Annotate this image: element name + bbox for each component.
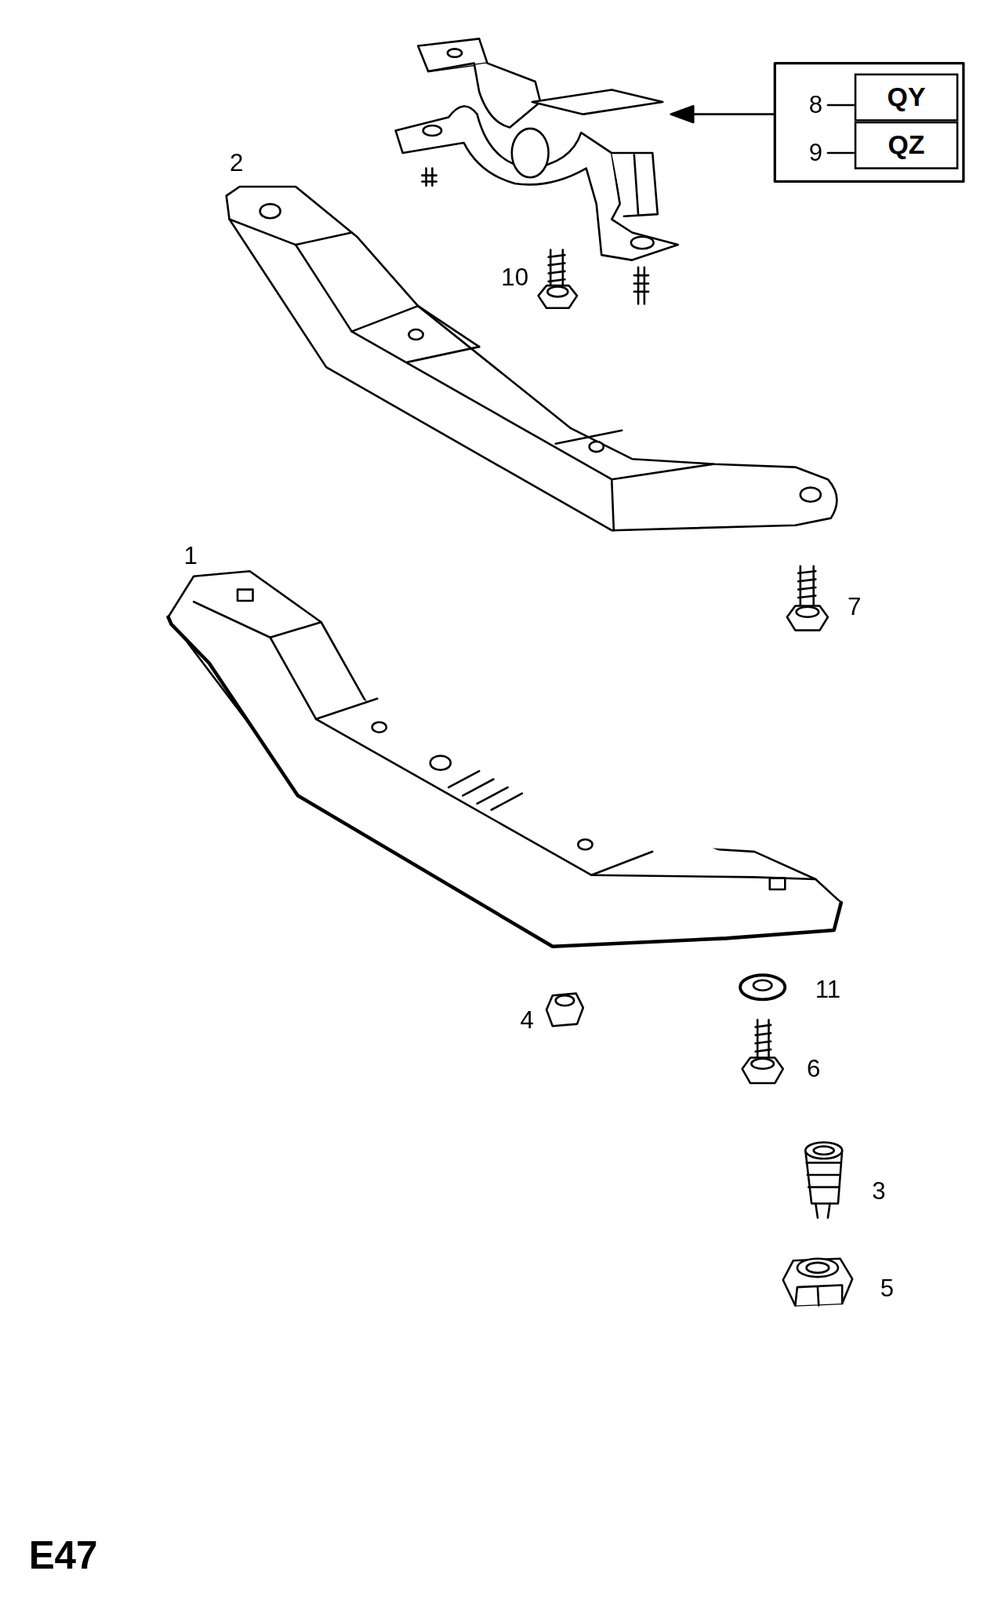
figure-code: E47 xyxy=(27,1535,99,1574)
callout-number: 1 xyxy=(182,543,199,568)
code-text: QY xyxy=(887,81,926,113)
washer xyxy=(740,974,785,999)
code-cell: QZ xyxy=(854,121,959,170)
callout-number: 3 xyxy=(871,1178,887,1203)
bolt xyxy=(787,566,828,631)
crossmember-upper xyxy=(226,186,838,530)
callout-number: 9 xyxy=(807,140,824,165)
threaded-insert xyxy=(805,1141,843,1217)
bolt xyxy=(742,1019,784,1083)
callout-number: 2 xyxy=(228,150,245,175)
leader-line xyxy=(827,104,855,107)
callout-number: 8 xyxy=(807,92,824,117)
callout-number: 5 xyxy=(878,1275,895,1300)
mount-bracket xyxy=(395,38,679,304)
code-cell: QY xyxy=(854,73,959,122)
bolt xyxy=(538,250,578,309)
reference-arrow xyxy=(685,112,775,116)
nut xyxy=(783,1258,853,1306)
callout-number: 11 xyxy=(813,976,842,1002)
callout-number: 7 xyxy=(846,594,863,619)
reference-box xyxy=(774,63,964,182)
callout-number: 10 xyxy=(500,264,530,290)
callout-number: 4 xyxy=(519,1007,535,1032)
code-text: QZ xyxy=(888,129,926,161)
crossmember-lower xyxy=(168,570,842,947)
leader-line xyxy=(827,152,855,155)
callout-number: 6 xyxy=(805,1056,822,1081)
nut xyxy=(546,993,584,1027)
arrow-head xyxy=(671,105,694,123)
